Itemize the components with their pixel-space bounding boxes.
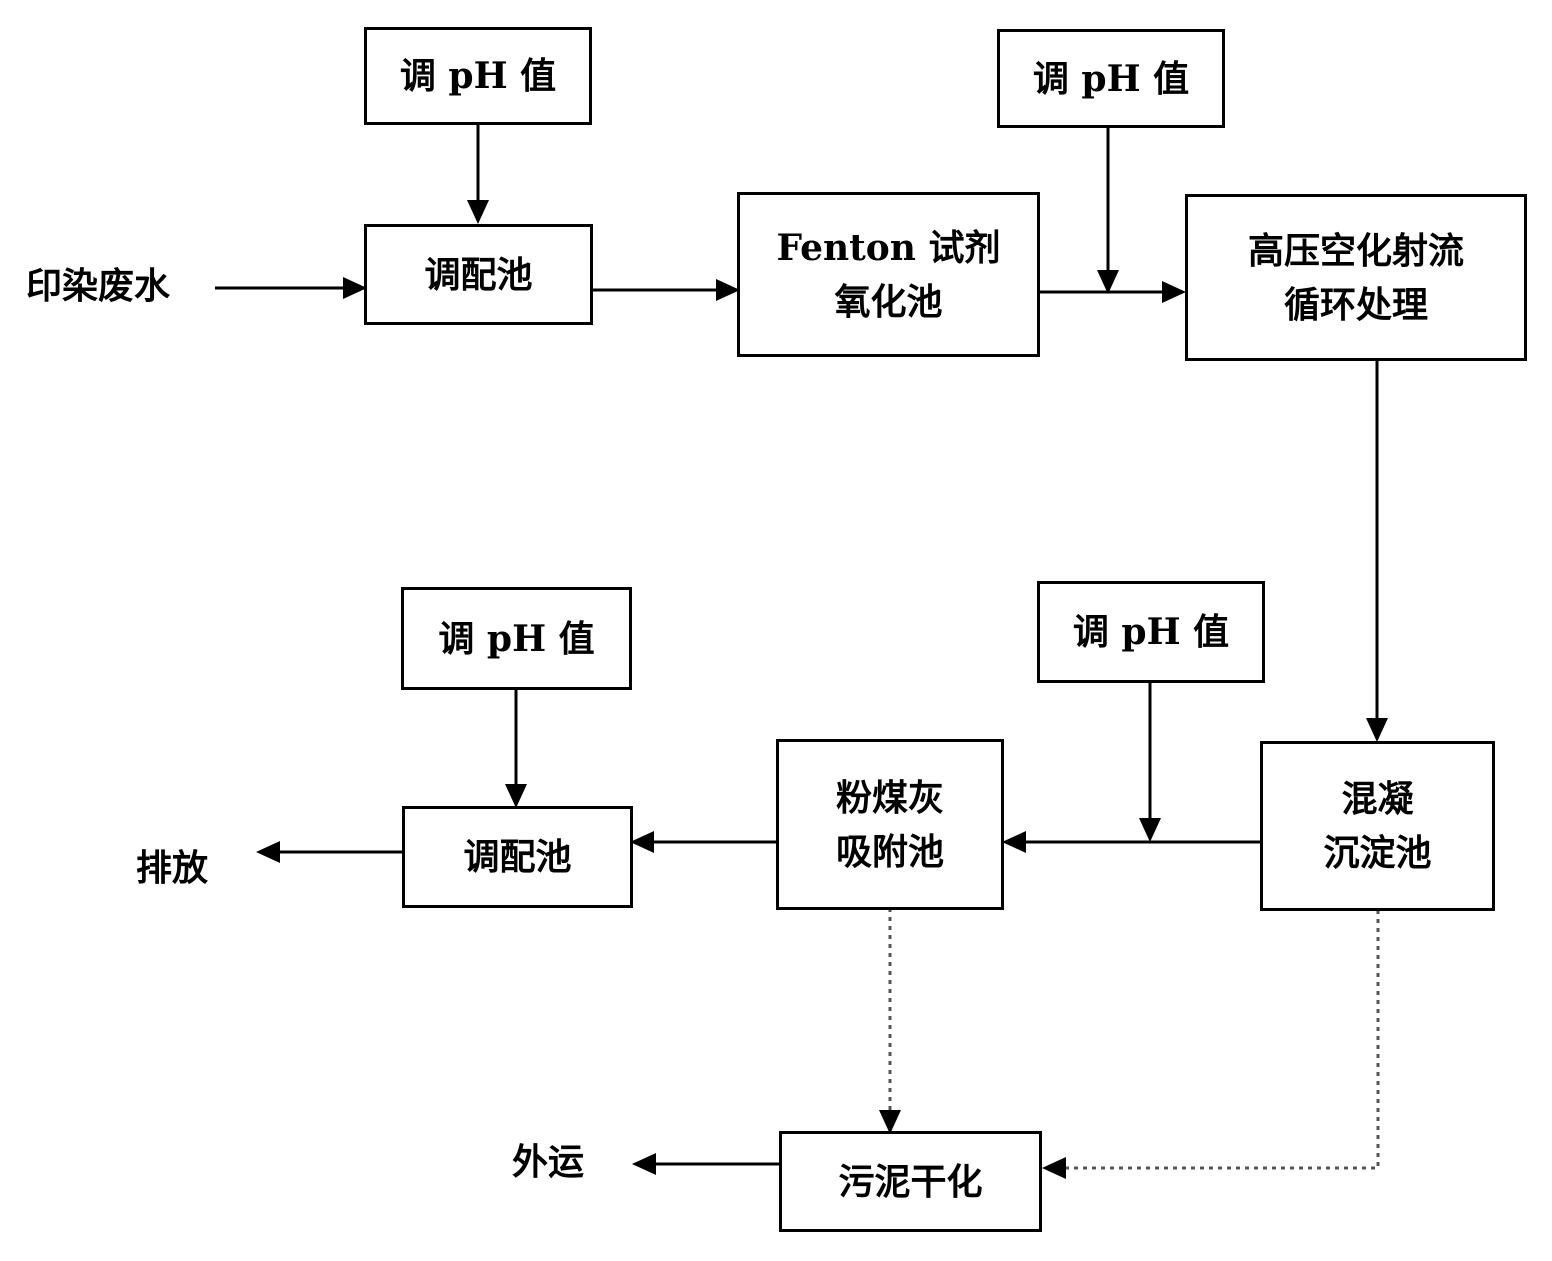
ph-adjust-box-2: 调 pH 值 bbox=[997, 29, 1225, 128]
box-text: 调配池 bbox=[463, 836, 572, 878]
arrowhead bbox=[1139, 818, 1161, 842]
box-text-line-1: 高压空化射流 bbox=[1247, 229, 1464, 272]
arrowhead bbox=[1097, 270, 1119, 294]
arrowhead bbox=[879, 1110, 901, 1134]
ph-adjust-box-4: 调 pH 值 bbox=[401, 587, 632, 690]
coagulation-sedimentation-tank: 混凝 沉淀池 bbox=[1260, 741, 1495, 911]
arrowhead bbox=[632, 1153, 656, 1175]
arrowhead bbox=[630, 831, 654, 853]
arrowhead bbox=[1162, 281, 1186, 303]
export-label: 外运 bbox=[512, 1141, 585, 1183]
arrowhead bbox=[716, 279, 740, 301]
arrowhead bbox=[1002, 831, 1026, 853]
box-text: 污泥干化 bbox=[838, 1160, 983, 1203]
box-text-line-2: 吸附池 bbox=[835, 830, 944, 873]
arrowhead bbox=[1366, 718, 1388, 742]
arrowhead bbox=[1042, 1157, 1066, 1179]
input-label: 印染废水 bbox=[26, 265, 171, 307]
box-text: 调 pH 值 bbox=[399, 55, 557, 97]
box-text-line-2: 循环处理 bbox=[1283, 283, 1428, 326]
box-text: 调 pH 值 bbox=[1032, 57, 1190, 100]
box-text: 调配池 bbox=[424, 253, 533, 296]
box-text-line-1: 粉煤灰 bbox=[835, 776, 944, 819]
box-text: 调 pH 值 bbox=[438, 617, 595, 660]
arrowhead bbox=[467, 200, 489, 224]
adjust-tank-2: 调配池 bbox=[402, 806, 633, 908]
adjust-tank-1: 调配池 bbox=[364, 224, 593, 325]
dashed-coag-to-sludge bbox=[1064, 910, 1380, 1170]
flyash-adsorption-tank: 粉煤灰 吸附池 bbox=[776, 739, 1004, 910]
arrowhead bbox=[505, 784, 527, 808]
box-text-line-2: 氧化池 bbox=[834, 280, 943, 323]
arrowhead bbox=[343, 277, 367, 299]
box-text-line-1: 混凝 bbox=[1341, 778, 1414, 820]
fenton-oxidation-tank: Fenton 试剂 氧化池 bbox=[737, 192, 1040, 357]
ph-adjust-box-3: 调 pH 值 bbox=[1037, 581, 1265, 683]
box-text: 调 pH 值 bbox=[1072, 611, 1230, 653]
cavitation-jet-box: 高压空化射流 循环处理 bbox=[1185, 194, 1527, 361]
discharge-label: 排放 bbox=[136, 847, 209, 889]
ph-adjust-box-1: 调 pH 值 bbox=[364, 27, 592, 125]
box-text-line-2: 沉淀池 bbox=[1323, 832, 1432, 874]
box-text-line-1: Fenton 试剂 bbox=[776, 226, 1001, 269]
sludge-drying-box: 污泥干化 bbox=[779, 1131, 1042, 1232]
arrowhead bbox=[256, 841, 280, 863]
